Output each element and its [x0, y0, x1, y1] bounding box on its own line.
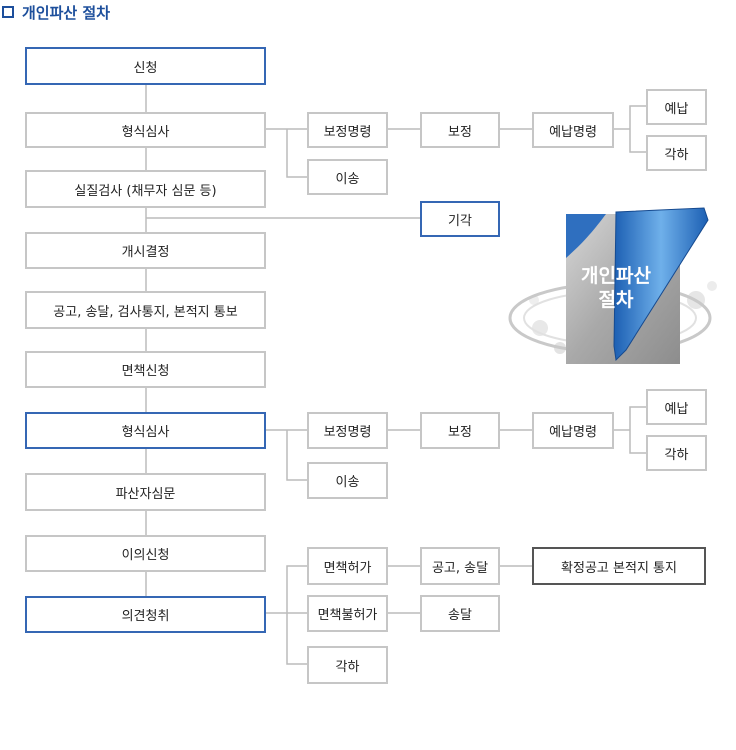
step-transfer: 이송	[307, 159, 388, 195]
step-exemption-apply: 면책신청	[25, 351, 266, 388]
connector-line	[629, 105, 646, 153]
step-deposit: 예납	[646, 89, 707, 125]
connector-line	[286, 565, 307, 665]
connector-line	[286, 129, 307, 178]
document-pen-illustration: 개인파산 절차	[508, 207, 717, 364]
step-rejection: 기각	[420, 201, 500, 237]
step-apply: 신청	[25, 47, 266, 85]
step-public-notice: 공고, 송달, 검사통지, 본적지 통보	[25, 291, 266, 329]
step-correction: 보정	[420, 112, 500, 148]
step-correction-order: 보정명령	[307, 412, 388, 449]
page-title: 개인파산 절차	[2, 1, 110, 23]
step-opinion-hearing: 의견청취	[25, 596, 266, 633]
step-formal-review: 형식심사	[25, 412, 266, 449]
step-transfer: 이송	[307, 462, 388, 499]
step-objection-apply: 이의신청	[25, 535, 266, 572]
page-title-text: 개인파산 절차	[22, 3, 111, 22]
step-deposit: 예납	[646, 389, 707, 425]
step-dismiss: 각하	[646, 135, 707, 171]
square-bullet-icon	[2, 6, 14, 18]
step-correction-order: 보정명령	[307, 112, 388, 148]
step-correction: 보정	[420, 412, 500, 449]
connector-line	[629, 406, 646, 454]
illustration-label-1: 개인파산	[581, 265, 651, 287]
step-substantive-review: 실질검사 (채무자 심문 등)	[25, 170, 266, 208]
pen-icon	[613, 207, 709, 362]
step-final-notice: 확정공고 본적지 통지	[532, 547, 706, 585]
step-deposit-order: 예납명령	[532, 112, 614, 148]
step-dismiss: 각하	[646, 435, 707, 471]
step-formal-review: 형식심사	[25, 112, 266, 148]
step-delivery: 송달	[420, 595, 500, 632]
step-exemption-denied: 면책불허가	[307, 595, 388, 632]
step-dismiss: 각하	[307, 646, 388, 684]
step-bankrupt-hearing: 파산자심문	[25, 473, 266, 511]
connector-line	[286, 430, 307, 481]
step-deposit-order: 예납명령	[532, 412, 614, 449]
illustration-label-2: 절차	[599, 289, 634, 311]
step-commencement: 개시결정	[25, 232, 266, 269]
step-exemption-granted: 면책허가	[307, 547, 388, 585]
step-notice-delivery: 공고, 송달	[420, 547, 500, 585]
